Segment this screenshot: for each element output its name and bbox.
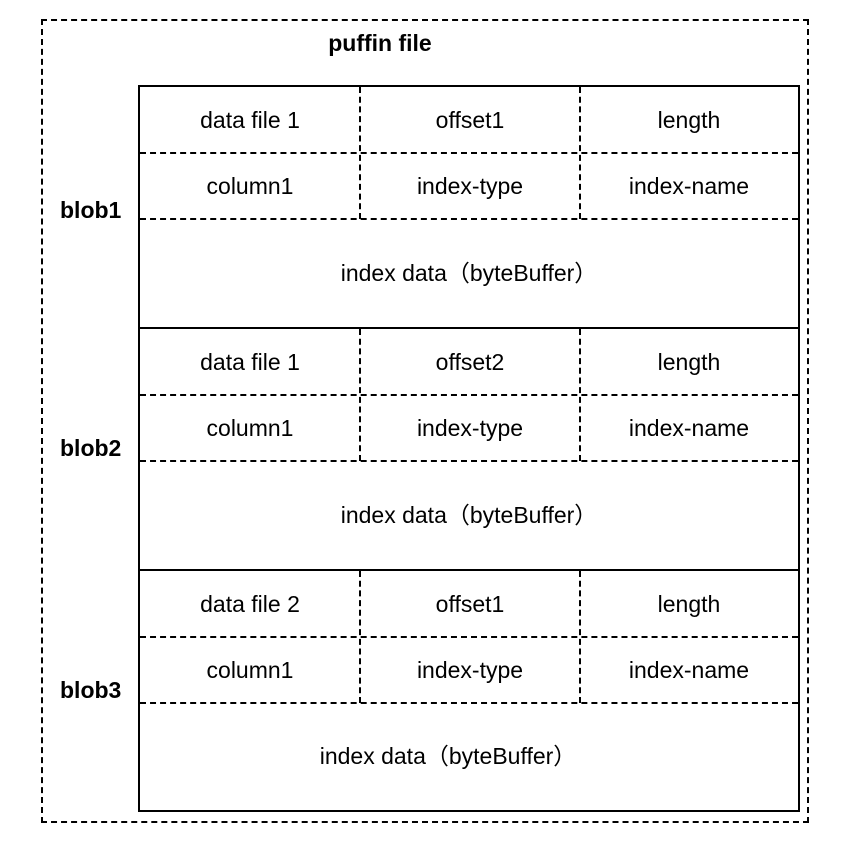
blob-2-row-divider-1 <box>140 394 798 396</box>
blob-3-row-divider-1 <box>140 636 798 638</box>
blob-2-length: length <box>657 348 721 375</box>
blob-3-row-divider-2 <box>140 702 798 704</box>
blob-1-index-type: index-type <box>416 172 524 199</box>
blob-1-length: length <box>657 106 721 133</box>
blob-2-offset: offset2 <box>435 348 505 375</box>
blob-2-index-data: index data（byteBuffer） <box>340 501 598 528</box>
blob-1-data-file: data file 1 <box>200 106 300 133</box>
blob-2-col-divider-2 <box>579 329 581 461</box>
blob-1-row-divider-1 <box>140 152 798 154</box>
blob-1-offset: offset1 <box>435 106 505 133</box>
blob-label-1: blob1 <box>60 197 122 223</box>
blob-2-col-divider-1 <box>359 329 361 461</box>
blob-1-row-divider-2 <box>140 218 798 220</box>
blob-2-data-file: data file 1 <box>200 348 300 375</box>
blob-2-index-name: index-name <box>628 414 750 441</box>
blob-3-column: column1 <box>206 656 294 683</box>
blob-1-col-divider-2 <box>579 87 581 219</box>
blob-label-3: blob3 <box>60 677 122 703</box>
blob-1-index-name: index-name <box>628 172 750 199</box>
blob-1-col-divider-1 <box>359 87 361 219</box>
blob-3-col-divider-1 <box>359 571 361 703</box>
blob-1-index-data: index data（byteBuffer） <box>340 259 598 286</box>
blob-2-column: column1 <box>206 414 294 441</box>
blob-2: data file 1 offset2 length column1 index… <box>138 327 800 571</box>
blob-3-index-name: index-name <box>628 656 750 683</box>
blob-3-data-file: data file 2 <box>200 590 300 617</box>
blob-3-length: length <box>657 590 721 617</box>
blob-2-index-type: index-type <box>416 414 524 441</box>
blob-1: data file 1 offset1 length column1 index… <box>138 85 800 329</box>
blob-2-row-divider-2 <box>140 460 798 462</box>
blob-3-col-divider-2 <box>579 571 581 703</box>
puffin-file-title: puffin file <box>328 30 432 56</box>
blob-1-column: column1 <box>206 172 294 199</box>
blob-3-offset: offset1 <box>435 590 505 617</box>
blob-3-index-data: index data（byteBuffer） <box>319 743 577 769</box>
puffin-file-container <box>41 19 809 823</box>
blob-3: data file 2 offset1 length column1 index… <box>138 569 800 812</box>
blob-3-index-type: index-type <box>416 656 524 683</box>
blob-label-2: blob2 <box>60 435 122 461</box>
